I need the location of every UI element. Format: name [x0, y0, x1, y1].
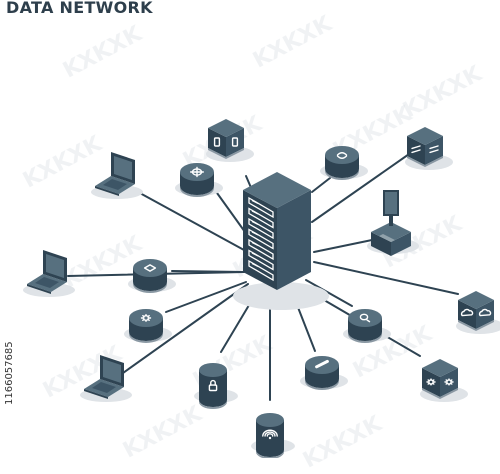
- diagram-title: DATA NETWORK: [6, 0, 153, 17]
- sync-cylinder-top: [320, 146, 368, 180]
- mobile-device-cube: [206, 119, 254, 162]
- connection-line-tablet-cylinder: [171, 270, 245, 273]
- link-cylinder: [300, 356, 348, 390]
- laptop-top-left: [91, 152, 143, 199]
- search-cylinder: [343, 309, 391, 343]
- cloud-cube: [456, 291, 500, 334]
- connection-line-cloud-cube: [313, 261, 459, 295]
- server-slot: [248, 228, 274, 250]
- connection-line-laptop-top-left: [137, 191, 245, 251]
- connection-line-sync-cylinder-top: [311, 177, 331, 193]
- wifi-tower: [251, 413, 295, 458]
- desktop-monitor: [367, 190, 419, 256]
- connection-lines: [67, 151, 459, 401]
- server-slot: [248, 249, 274, 271]
- connection-line-laptop-bottom-left: [122, 283, 249, 374]
- connection-line-search-cylinder: [305, 279, 353, 307]
- transfer-cube: [405, 127, 453, 170]
- server-slot: [248, 196, 274, 219]
- server-slot: [248, 207, 274, 229]
- connection-line-router-cylinder: [211, 185, 246, 233]
- gear-cube: [420, 359, 468, 402]
- network-nodes: [23, 119, 500, 458]
- server-slot: [248, 217, 274, 240]
- settings-cylinder: [124, 309, 172, 343]
- router-cylinder: [175, 163, 223, 197]
- server-slot: [248, 238, 274, 261]
- connection-line-desktop-monitor: [313, 239, 373, 253]
- server-slot: [248, 259, 274, 282]
- network-diagram: [23, 119, 500, 458]
- laptop-bottom-left: [80, 355, 132, 402]
- central-server-rack: [233, 172, 329, 310]
- connection-line-transfer-cube: [311, 151, 413, 223]
- laptop-left: [23, 250, 75, 297]
- connection-line-settings-cylinder: [165, 281, 247, 313]
- lock-tower: [194, 363, 238, 409]
- tablet-cylinder: [128, 259, 176, 293]
